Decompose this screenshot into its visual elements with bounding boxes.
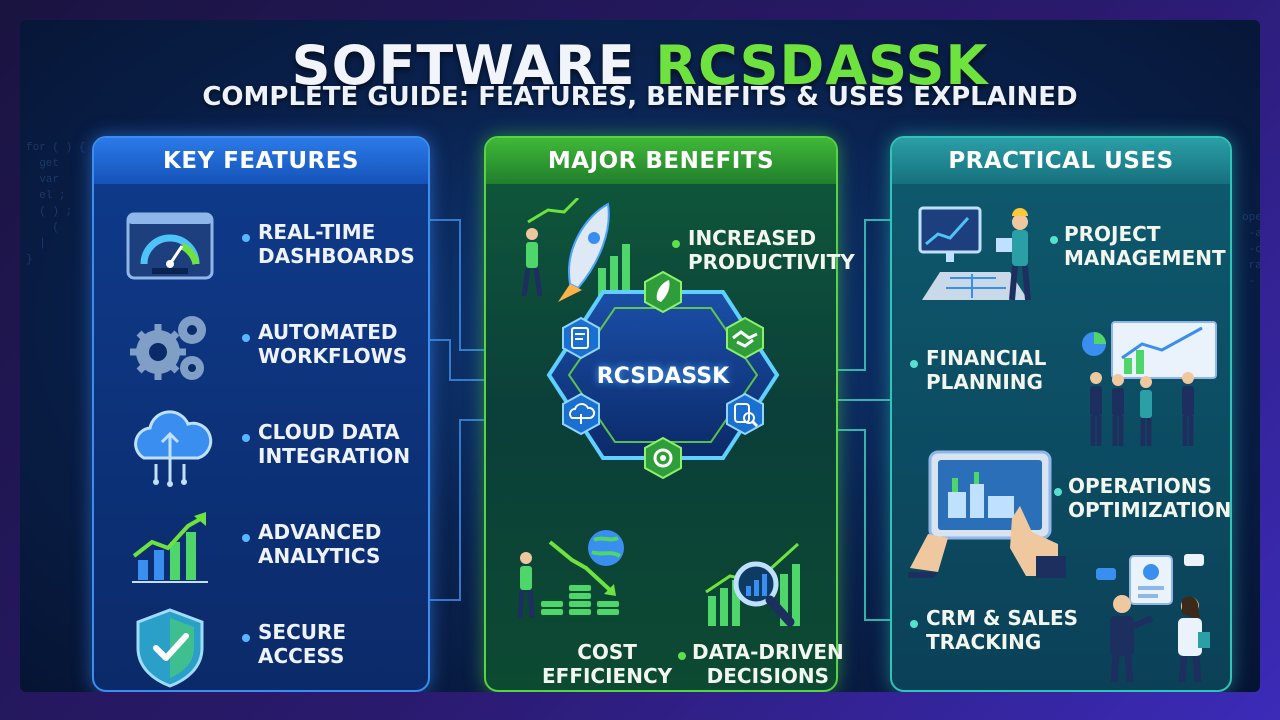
benefit-label-cost: COST EFFICIENCY — [542, 640, 673, 688]
benefit-label-productivity: INCREASED PRODUCTIVITY — [688, 226, 855, 274]
bullet-dot — [910, 360, 918, 368]
bullet-dot — [678, 652, 686, 660]
major-benefits-heading: MAJOR BENEFITS — [486, 138, 836, 184]
background-code-left: for ( ) { get var el ; ( ) ; ( | } — [26, 142, 86, 266]
practical-uses-heading: PRACTICAL USES — [892, 138, 1230, 184]
feature-label: SECURE ACCESS — [258, 620, 347, 668]
page-title: SOFTWARE RCSDASSK — [20, 34, 1260, 97]
customer-meeting-icon — [1092, 548, 1228, 684]
speedometer-icon — [122, 208, 218, 288]
infographic: for ( ) { get var el ; ( ) ; ( | } ope -… — [20, 20, 1260, 692]
engineer-blueprint-icon — [916, 200, 1046, 312]
bullet-dot — [910, 620, 918, 628]
bullet-dot — [242, 434, 250, 442]
coins-globe-icon — [510, 528, 640, 638]
feature-item-workflows: AUTOMATED WORKFLOWS — [94, 304, 428, 394]
gear-node-icon — [641, 436, 685, 480]
title-main: SOFTWARE — [291, 34, 656, 97]
feature-item-secure: SECURE ACCESS — [94, 604, 428, 692]
key-features-heading: KEY FEATURES — [94, 138, 428, 184]
bullet-dot — [1054, 488, 1062, 496]
feature-label: REAL-TIME DASHBOARDS — [258, 220, 415, 268]
gears-icon — [122, 308, 218, 388]
feature-label: CLOUD DATA INTEGRATION — [258, 420, 411, 468]
title-accent: RCSDASSK — [655, 34, 989, 97]
use-label-crm: CRM & SALES TRACKING — [926, 606, 1079, 654]
rocket-icon — [508, 198, 648, 308]
practical-uses-panel: PRACTICAL USES PROJECT MANAGEMENT FINANC… — [890, 136, 1232, 692]
team-presentation-icon — [1076, 318, 1226, 458]
use-label-project: PROJECT MANAGEMENT — [1064, 222, 1226, 270]
hub-name: RCSDASSK — [596, 364, 730, 389]
use-label-financial: FINANCIAL PLANNING — [926, 346, 1047, 394]
cloud-node-icon — [559, 392, 603, 436]
bullet-dot — [242, 234, 250, 242]
tablet-factory-icon — [908, 448, 1068, 578]
cloud-upload-icon — [122, 408, 218, 488]
bullet-dot — [1050, 236, 1058, 244]
benefit-label-decisions: DATA-DRIVEN DECISIONS — [692, 640, 844, 688]
background-code-right: ope -a -o ra - — [1242, 212, 1260, 288]
rocket-node-icon — [641, 270, 685, 314]
magnifier-chart-icon — [700, 534, 820, 634]
feature-item-analytics: ADVANCED ANALYTICS — [94, 504, 428, 594]
rcsdassk-hub: RCSDASSK — [543, 270, 783, 480]
bullet-dot — [242, 634, 250, 642]
bullet-dot — [242, 534, 250, 542]
shield-check-icon — [122, 608, 218, 688]
bullet-dot — [242, 334, 250, 342]
feature-item-dashboards: REAL-TIME DASHBOARDS — [94, 204, 428, 294]
page-subtitle: COMPLETE GUIDE: FEATURES, BENEFITS & USE… — [202, 82, 1078, 112]
growth-chart-icon — [122, 508, 218, 588]
report-node-icon — [559, 316, 603, 360]
handshake-node-icon — [723, 316, 767, 360]
key-features-panel: KEY FEATURES REAL-TIME DASHBOARDS — [92, 136, 430, 692]
use-label-operations: OPERATIONS OPTIMIZATION — [1068, 474, 1232, 522]
feature-item-cloud: CLOUD DATA INTEGRATION — [94, 404, 428, 494]
feature-label: AUTOMATED WORKFLOWS — [258, 320, 408, 368]
search-database-node-icon — [723, 392, 767, 436]
bullet-dot — [672, 240, 680, 248]
feature-label: ADVANCED ANALYTICS — [258, 520, 382, 568]
